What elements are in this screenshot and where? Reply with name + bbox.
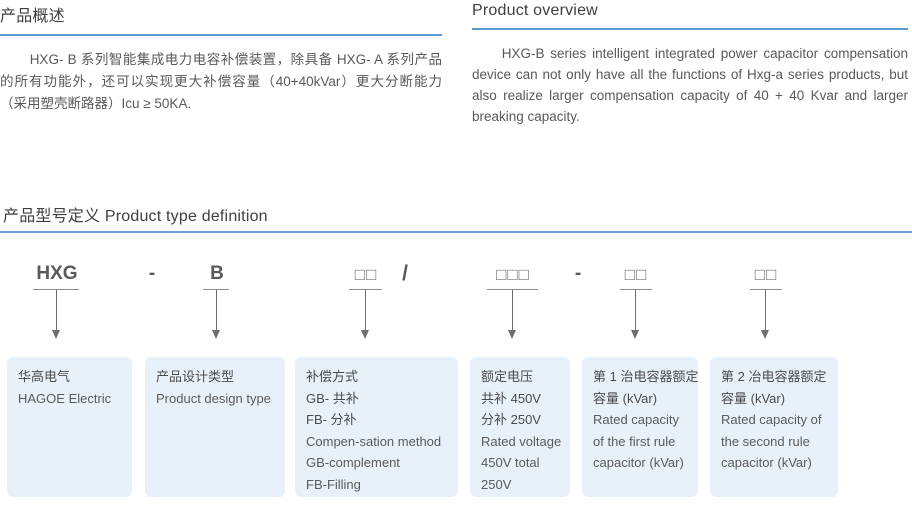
box-line: Rated capacity (593, 412, 679, 427)
box-line: of the first rule (593, 433, 676, 449)
box-line: 分补 250V (481, 412, 541, 427)
box-rated-voltage: 额定电压 共补 450V 分补 250V Rated voltage 450V … (470, 357, 570, 497)
box-line: GB- 共补 (306, 390, 359, 406)
code-underline-capacity-2 (750, 289, 782, 290)
box-line: 产品设计类型 (156, 369, 235, 384)
code-capacity-2: □□ (754, 265, 778, 284)
box-capacity-rule-1: 第 1 治电容器额定 容量 (kVar) Rated capacity of t… (582, 357, 698, 497)
code-separator-2: - (574, 263, 582, 284)
down-arrow-icon (52, 290, 61, 340)
box-line: 第 1 治电容器额定 (593, 369, 699, 384)
accent-divider-zh (0, 34, 442, 36)
box-design-type: 产品设计类型 Product design type (145, 357, 285, 497)
box-line: Rated capacity of (721, 412, 822, 427)
box-line: FB-Filling (306, 476, 361, 492)
box-compensation-method: 补偿方式 GB- 共补 FB- 分补 Compen-sation method … (295, 357, 458, 497)
box-line: Product design type (156, 390, 271, 406)
box-line: 额定电压 (481, 369, 534, 384)
code-underline-voltage (487, 289, 538, 290)
code-rated-voltage: □□□ (496, 265, 530, 284)
overview-section-zh: 产品概述 HXG- B 系列智能集成电力电容补偿装置，除具备 HXG- A 系列… (0, 2, 442, 115)
box-line: 补偿方式 (306, 369, 359, 384)
box-line: 共补 450V (481, 390, 541, 406)
box-capacity-rule-2: 第 2 冶电容器额定 容量 (kVar) Rated capacity of t… (710, 357, 838, 497)
box-line: 450V total (481, 455, 540, 470)
code-underline-capacity-1 (620, 289, 652, 290)
box-line: 容量 (kVar) (593, 390, 658, 406)
code-underline-brand (33, 289, 79, 290)
down-arrow-icon (212, 290, 221, 340)
box-line: 容量 (kVar) (721, 390, 786, 406)
box-line: 第 2 冶电容器额定 (721, 369, 827, 384)
overview-title-en: Product overview (472, 2, 598, 19)
code-capacity-1: □□ (624, 265, 648, 284)
box-line: 250V (481, 476, 512, 492)
overview-title-zh: 产品概述 (0, 8, 65, 25)
down-arrow-icon (761, 290, 770, 340)
down-arrow-icon (508, 290, 517, 340)
code-separator-1: - (148, 263, 156, 284)
box-line: Rated voltage (481, 433, 562, 449)
type-definition-heading: 产品型号定义 Product type definition (3, 208, 268, 225)
code-design-type: B (210, 263, 224, 284)
section-divider (0, 231, 912, 233)
overview-body-en: HXG-B series intelligent integrated powe… (472, 46, 908, 124)
code-underline-compensation (349, 289, 382, 290)
overview-section-en: Product overview HXG-B series intelligen… (472, 2, 908, 127)
box-line: capacitor (kVar) (593, 455, 684, 470)
code-slash: / (402, 262, 408, 285)
box-line: 华高电气 (18, 369, 71, 384)
code-brand: HXG (36, 263, 78, 284)
box-brand: 华高电气 HAGOE Electric (7, 357, 132, 497)
box-line: capacitor (kVar) (721, 455, 812, 470)
box-line: FB- 分补 (306, 412, 357, 427)
code-underline-design-type (203, 289, 229, 290)
down-arrow-icon (361, 290, 370, 340)
code-compensation-method: □□ (354, 265, 378, 284)
box-line: GB-complement (306, 455, 400, 470)
down-arrow-icon (631, 290, 640, 340)
box-line: HAGOE Electric (18, 390, 112, 406)
box-line: the second rule (721, 433, 810, 449)
accent-divider-en (472, 28, 908, 30)
overview-body-zh: HXG- B 系列智能集成电力电容补偿装置，除具备 HXG- A 系列产品的所有… (0, 52, 442, 111)
box-line: Compen-sation method (306, 433, 442, 449)
